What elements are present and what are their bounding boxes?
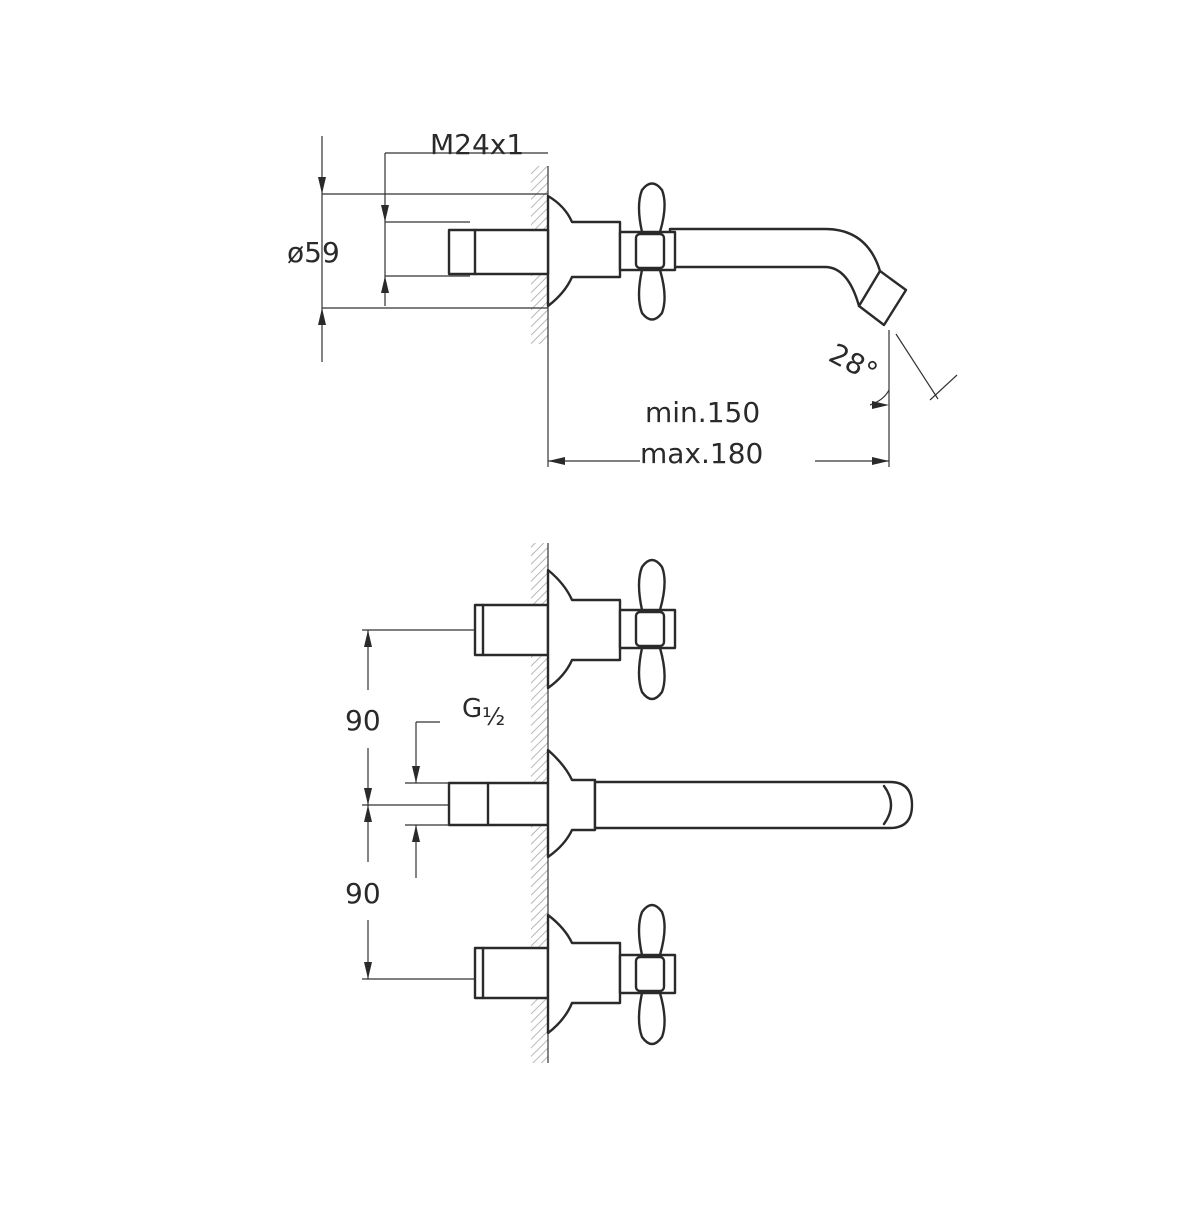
- lower-valve: [473, 903, 677, 1046]
- thread-dim-arrow-top: [381, 205, 389, 222]
- connection-arrow-bottom: [412, 825, 420, 842]
- spacing-upper-label: 90: [345, 704, 381, 737]
- handle-blade-up-top: [637, 182, 666, 234]
- handle-hex-top: [634, 232, 666, 270]
- upper-escutcheon: [546, 568, 622, 690]
- connection-arrow-top: [412, 766, 420, 783]
- upper-handle-hex: [634, 610, 666, 648]
- lower-handle-hex: [634, 955, 666, 993]
- thread-label: M24x1: [430, 128, 524, 161]
- lower-escutcheon: [546, 913, 622, 1035]
- angle-label: 28°: [824, 337, 883, 389]
- spacing-arrow-bottom: [364, 962, 372, 979]
- spout-pipe: [593, 780, 914, 830]
- spout-escutcheon: [546, 748, 597, 859]
- connection-label-main: G: [462, 694, 482, 724]
- lower-valve-stem: [473, 946, 550, 1000]
- spout-end-curve: [882, 784, 893, 826]
- spout-side: [668, 227, 908, 327]
- upper-handle-blade-up: [637, 558, 666, 612]
- length-min-label: min.150: [645, 396, 760, 429]
- upper-valve: [473, 558, 677, 701]
- thread-dim-arrow-bottom: [381, 276, 389, 293]
- spout-front: [447, 748, 914, 859]
- spacing-lower-label: 90: [345, 877, 381, 910]
- diameter-arrow-top: [318, 177, 326, 194]
- lower-handle-blade-up: [637, 903, 666, 957]
- handle-blade-down-top: [637, 268, 666, 321]
- escutcheon-top: [546, 194, 622, 308]
- top-view: M24x1 ø59 min.150 max.180 28°: [287, 128, 958, 470]
- front-view: 90 90 G ½: [345, 543, 914, 1063]
- spacing-arrow-top: [364, 630, 372, 647]
- angle-leader: [895, 333, 939, 400]
- diameter-label: ø59: [287, 236, 340, 269]
- connection-label-fraction: ½: [482, 703, 505, 731]
- angle-arrow: [872, 401, 889, 409]
- spout-stem: [447, 781, 550, 827]
- spacing-arrow-mid-down: [364, 805, 372, 822]
- length-arrow-left: [548, 457, 565, 465]
- length-max-label: max.180: [640, 437, 763, 470]
- spacing-arrow-mid-up: [364, 788, 372, 805]
- upper-valve-stem: [473, 603, 550, 657]
- spout-aerator-line: [857, 269, 882, 308]
- angle-tick: [929, 374, 958, 401]
- diameter-arrow-bottom: [318, 308, 326, 325]
- lower-handle-blade-down: [637, 991, 666, 1046]
- length-arrow-right: [872, 457, 889, 465]
- upper-handle-blade-down: [637, 646, 666, 701]
- valve-stem-top: [447, 228, 550, 276]
